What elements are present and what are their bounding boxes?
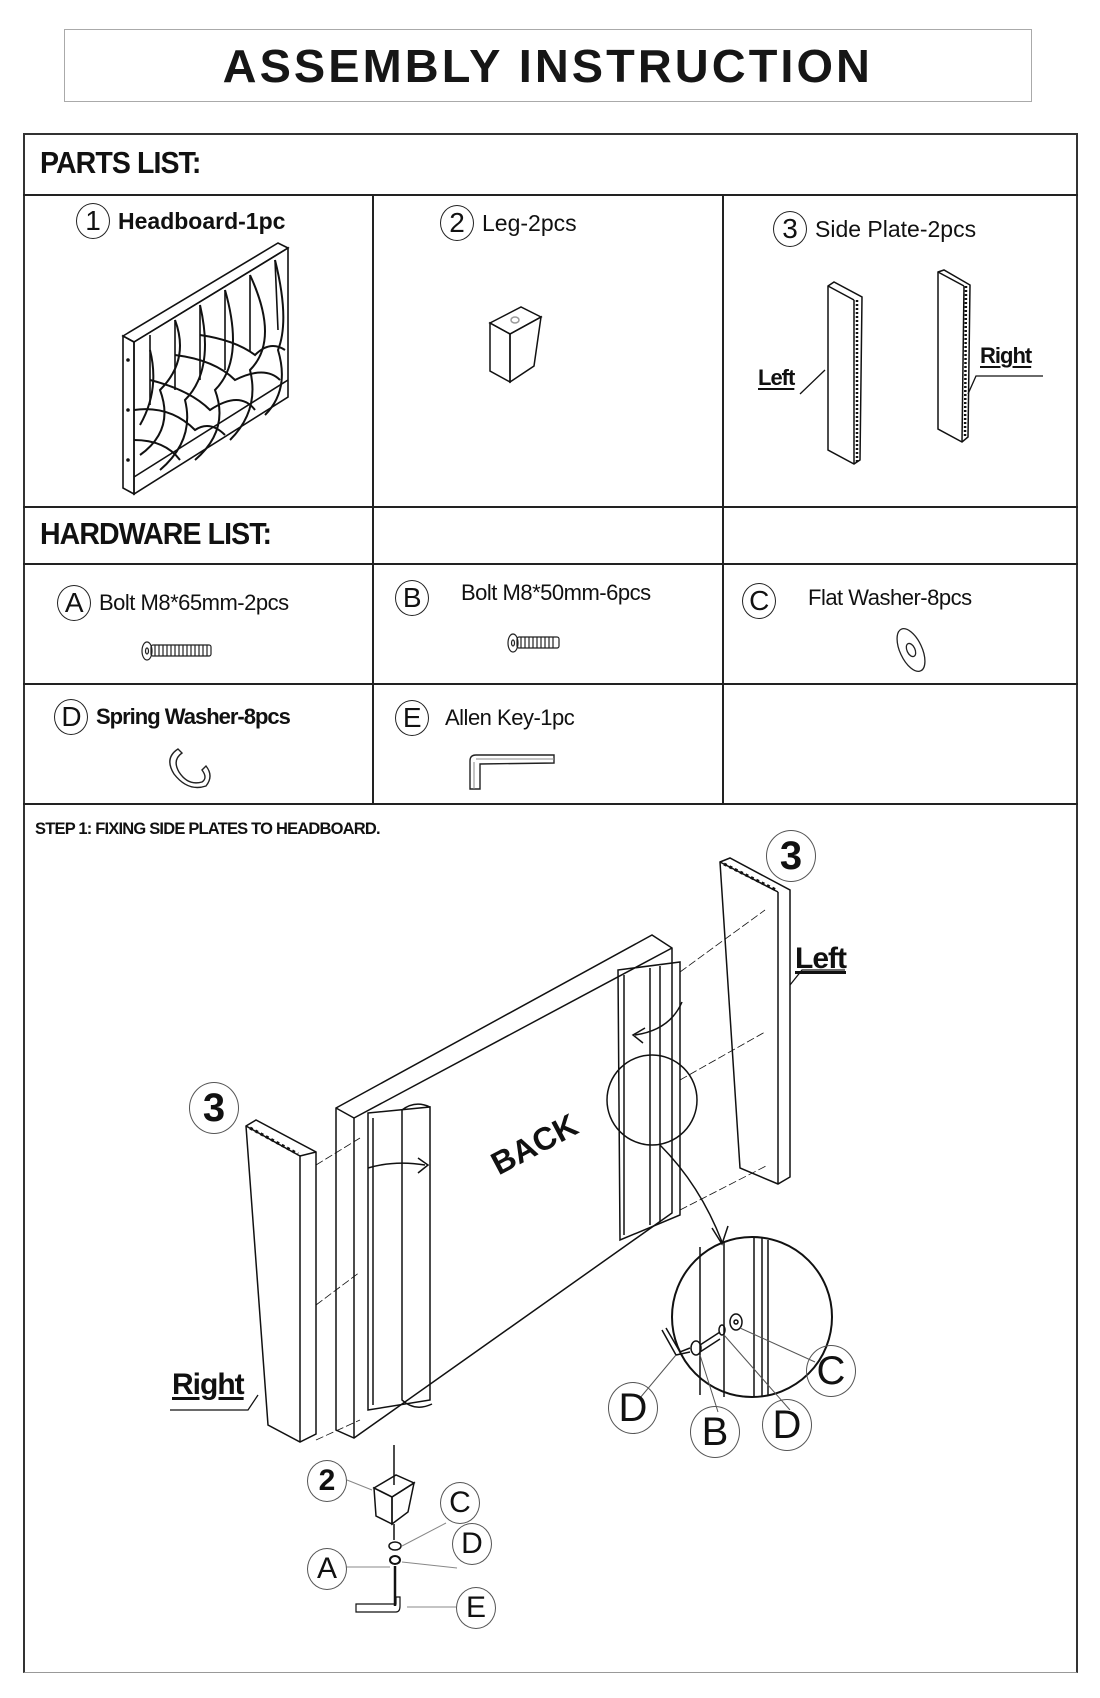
bolt-long-icon [141, 641, 212, 661]
detail-callout-d: D [762, 1399, 812, 1451]
hardware-letter-badge: D [54, 699, 88, 735]
part-2-label: 2 Leg-2pcs [440, 205, 577, 241]
leader-line [799, 369, 826, 395]
flat-washer-icon [896, 627, 926, 673]
side-plate-icon [827, 269, 971, 465]
side-plate-left [719, 857, 791, 1185]
left-callout: Left [758, 365, 795, 390]
part-3-label: 3 Side Plate-2pcs [773, 211, 976, 247]
right-callout: Right [980, 343, 1032, 368]
right-side-label: Right [172, 1368, 245, 1401]
instruction-frame [23, 133, 1078, 1673]
hardware-letter-badge: A [57, 585, 91, 621]
leg-icon [488, 306, 543, 384]
side-plate-right [245, 1119, 317, 1443]
hardware-letter-badge: B [395, 580, 429, 616]
bolt-short-icon [507, 633, 560, 653]
divider [23, 194, 1078, 196]
leg-callout-c: C [440, 1482, 480, 1524]
leg-callout-a: A [307, 1548, 347, 1590]
left-side-label: Left [795, 942, 847, 975]
divider [23, 563, 1078, 565]
hardware-letter-badge: C [742, 583, 776, 619]
leg-callout-e: E [456, 1587, 496, 1629]
divider [372, 194, 374, 804]
leader-line [967, 375, 1043, 395]
side-plate-number-badge: 3 [766, 830, 816, 882]
step-1-title: STEP 1: FIXING SIDE PLATES TO HEADBOARD. [35, 820, 381, 838]
headboard-icon [121, 242, 290, 496]
headboard-back-panel [335, 934, 673, 1439]
leg-number-badge: 2 [307, 1460, 347, 1502]
detail-callout-b: B [690, 1406, 740, 1458]
detail-callout-c: C [806, 1345, 856, 1397]
hardware-b-label: B Bolt M8*50mm-6pcs [395, 580, 651, 616]
part-1-label: 1 Headboard-1pc [76, 203, 285, 239]
hardware-letter-badge: E [395, 700, 429, 736]
divider [722, 194, 724, 804]
hardware-a-label: A Bolt M8*65mm-2pcs [57, 585, 289, 621]
hardware-list-heading: HARDWARE LIST: [40, 516, 272, 551]
part-number-badge: 3 [773, 211, 807, 247]
divider [23, 803, 1078, 805]
hardware-d-label: D Spring Washer-8pcs [54, 699, 291, 735]
hardware-e-label: E Allen Key-1pc [395, 700, 575, 736]
leg-callout-d: D [452, 1523, 492, 1565]
side-plate-number-badge: 3 [189, 1082, 239, 1134]
part-number-badge: 2 [440, 205, 474, 241]
title-box: ASSEMBLY INSTRUCTION [64, 29, 1032, 102]
part-number-badge: 1 [76, 203, 110, 239]
divider [23, 683, 1078, 685]
hardware-c-label: C Flat Washer-8pcs [742, 583, 972, 619]
divider [23, 506, 1078, 508]
document-title: ASSEMBLY INSTRUCTION [222, 39, 874, 92]
detail-callout-d: D [608, 1382, 658, 1434]
allen-key-icon [469, 754, 555, 790]
detail-magnifier [671, 1236, 833, 1398]
spring-washer-icon [169, 748, 211, 789]
parts-list-heading: PARTS LIST: [40, 145, 201, 180]
